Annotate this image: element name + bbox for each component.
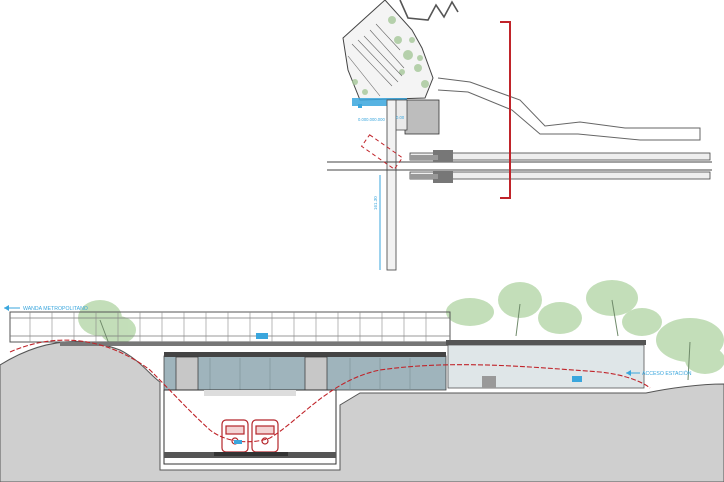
zigzag-road xyxy=(399,0,459,21)
small-level-label: 0.00 xyxy=(396,115,405,120)
section-cut-marker xyxy=(500,21,511,199)
plan-blue-area xyxy=(352,98,407,106)
dimension-label: 161.30 xyxy=(373,196,378,210)
site-plan: 0.000.000.000 0.00 161.30 xyxy=(327,0,712,271)
elevation-label: 0.000.000.000 xyxy=(358,117,385,122)
underground-platform-box xyxy=(163,389,337,465)
station-section: WANDA METROPOLITANO ACCESO ESTACIÓN xyxy=(0,280,724,482)
detail-callout xyxy=(360,134,404,170)
access-road xyxy=(437,77,701,141)
wanda-metropolitano-label: WANDA METROPOLITANO xyxy=(23,306,88,312)
platform-north xyxy=(409,152,711,161)
pedestrian-bridge xyxy=(9,311,451,346)
station-canopy xyxy=(446,340,646,345)
parking-stalls xyxy=(347,23,405,97)
station-pavilion xyxy=(447,344,645,389)
section-red-line xyxy=(9,339,651,443)
trains xyxy=(221,419,279,453)
vertical-road xyxy=(386,99,397,271)
plan-vegetation xyxy=(352,16,429,95)
right-direction-arrow xyxy=(626,370,640,376)
section-trees xyxy=(78,280,724,374)
acceso-estacion-label: ACCESO ESTACIÓN xyxy=(642,370,692,377)
left-direction-arrow xyxy=(4,305,20,311)
platform-south xyxy=(409,171,711,180)
